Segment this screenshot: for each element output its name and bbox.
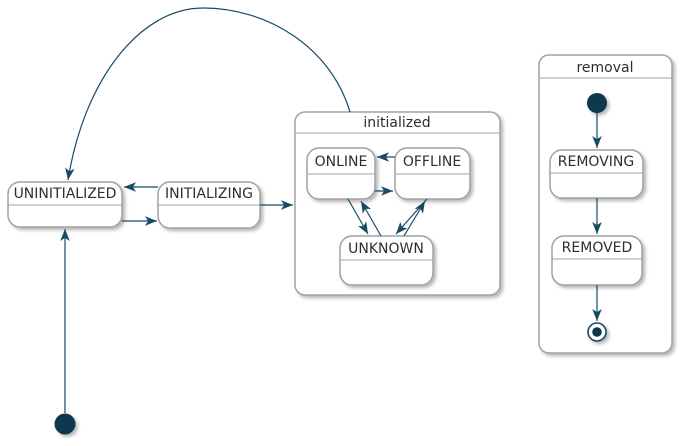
initializing-label: INITIALIZING: [165, 186, 253, 202]
transition-unknown-to-offline: [403, 200, 426, 237]
transitions: [60, 7, 602, 413]
state-initializing: INITIALIZING: [157, 181, 261, 229]
removal-title: removal: [576, 60, 633, 76]
state-removing: REMOVING: [549, 149, 644, 199]
removal-final-state: [587, 322, 607, 342]
final-state-inner-dot: [592, 327, 602, 337]
initial-state-dot: [54, 413, 76, 435]
removal-initial-state-dot: [587, 93, 607, 113]
uninitialized-label: UNINITIALIZED: [14, 186, 117, 202]
state-removed: REMOVED: [551, 235, 643, 286]
transition-online-to-unknown: [347, 198, 369, 235]
removed-label: REMOVED: [562, 240, 633, 256]
transition-unknown-to-online: [360, 200, 382, 237]
state-online: ONLINE: [306, 147, 376, 200]
state-unknown: UNKNOWN: [339, 235, 434, 286]
state-uninitialized: UNINITIALIZED: [7, 181, 123, 228]
initialized-title: initialized: [363, 115, 430, 131]
offline-label: OFFLINE: [403, 154, 461, 170]
transition-initialized-to-uninitialized-arc: [65, 7, 351, 181]
unknown-label: UNKNOWN: [348, 241, 424, 257]
removing-label: REMOVING: [558, 154, 634, 170]
state-offline: OFFLINE: [394, 147, 471, 200]
online-label: ONLINE: [315, 154, 368, 170]
